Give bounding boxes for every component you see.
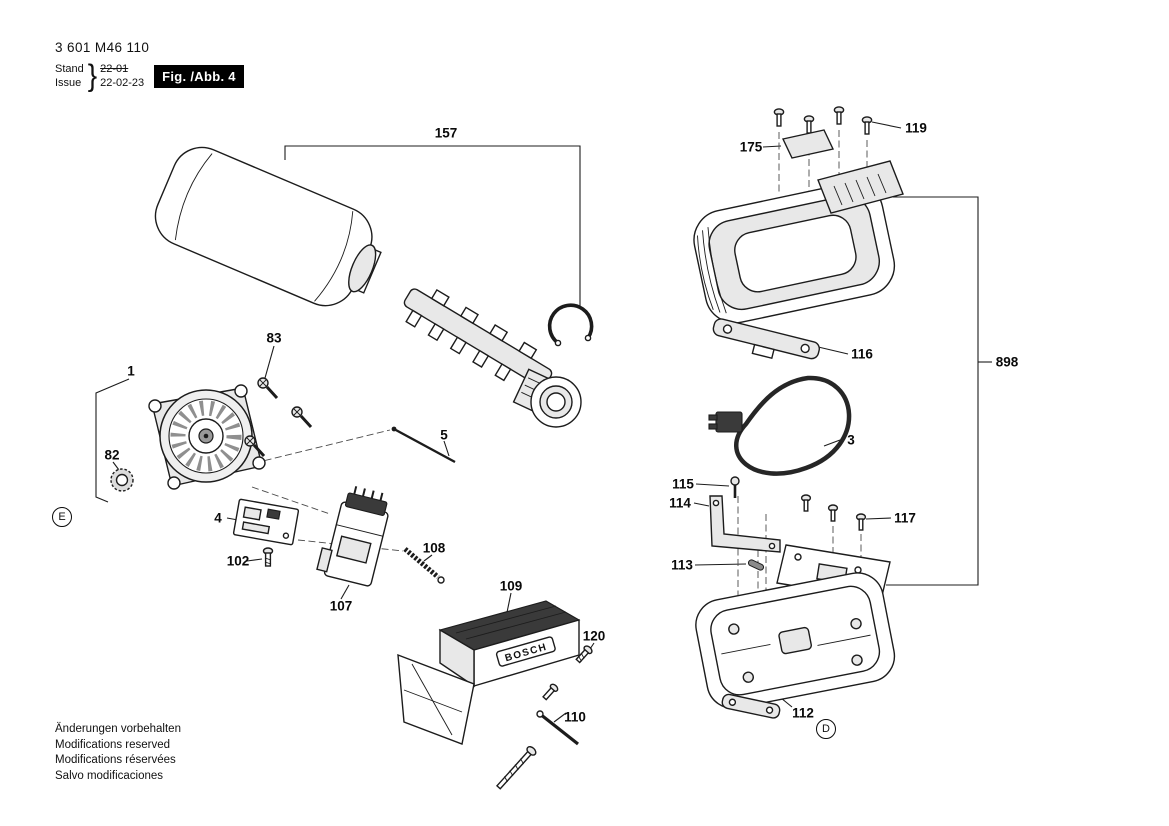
note-de: Änderungen vorbehalten (55, 723, 181, 735)
callout-119: 119 (905, 120, 927, 136)
callout-82: 82 (104, 447, 120, 463)
callout-3: 3 (847, 432, 855, 448)
part-motor-screws (244, 377, 313, 458)
note-es: Salvo modificaciones (55, 769, 164, 782)
callout-113: 113 (671, 557, 693, 573)
callout-brackets (95, 145, 992, 586)
part-motor (148, 384, 266, 490)
part-screw-120 (575, 645, 593, 664)
stand-label: Stand (55, 63, 84, 75)
part-spray-bar (403, 288, 553, 388)
part-pin-110 (536, 710, 579, 746)
part-vent-plate (817, 160, 904, 214)
part-pump-module (316, 486, 389, 587)
callout-898: 898 (995, 354, 1019, 370)
brace-glyph: } (87, 58, 98, 93)
part-screws-119 (773, 106, 873, 135)
issue-date: 22-02-23 (100, 77, 145, 89)
part-number: 3 601 M46 110 (55, 40, 150, 55)
revision-block: Stand Issue } 22-01 22-02-23 Fig. /Abb. … (55, 58, 244, 93)
callout-116: 116 (851, 346, 873, 362)
callout-5: 5 (440, 427, 448, 443)
part-battery-pack: BOSCH (397, 600, 581, 745)
callout-114: 114 (669, 495, 691, 511)
callout-175: 175 (739, 139, 763, 155)
part-cable (708, 375, 852, 476)
part-pin-113 (747, 559, 765, 571)
callout-112: 112 (792, 705, 814, 721)
part-screws-117 (800, 494, 867, 531)
callout-83: 83 (266, 330, 282, 346)
callout-110: 110 (564, 709, 586, 725)
part-label-plate-175 (781, 129, 835, 159)
callout-102: 102 (226, 553, 250, 569)
callout-120: 120 (582, 628, 606, 644)
note-fr: Modifications réservées (55, 754, 176, 766)
title-block: 3 601 M46 110 Stand Issue } 22-01 22-02-… (55, 40, 244, 93)
stand-date: 22-01 (100, 63, 129, 75)
part-circuit-board (232, 498, 300, 546)
callout-4: 4 (214, 510, 222, 526)
part-screw-small (542, 683, 559, 701)
marker-d: D (816, 719, 836, 739)
part-gear (110, 468, 134, 492)
part-spring-pin-108 (403, 547, 445, 584)
marker-e: E (52, 507, 72, 527)
callout-107: 107 (329, 598, 353, 614)
callout-115: 115 (672, 476, 694, 492)
part-nozzle-head (512, 368, 582, 428)
part-bracket-114 (709, 495, 781, 553)
callout-109: 109 (499, 578, 523, 594)
part-circlip (547, 303, 594, 347)
part-screw-long (495, 746, 537, 790)
part-screw-102 (262, 547, 274, 567)
part-bottom-clip (721, 693, 781, 719)
figure-label: Fig. /Abb. 4 (154, 64, 244, 88)
part-detergent-container (154, 146, 382, 307)
part-pin-5 (391, 426, 456, 464)
callout-1: 1 (127, 363, 135, 379)
part-bracket-116 (712, 318, 820, 360)
callout-157: 157 (434, 125, 458, 141)
part-bottom-housing (695, 572, 896, 709)
callout-108: 108 (422, 540, 446, 556)
legal-notes: Änderungen vorbehalten Modifications res… (55, 722, 181, 784)
issue-label: Issue (55, 77, 82, 89)
callout-117: 117 (894, 510, 916, 526)
part-screw-115 (730, 476, 740, 498)
part-top-cover (693, 181, 896, 324)
note-en: Modifications reserved (55, 738, 171, 751)
